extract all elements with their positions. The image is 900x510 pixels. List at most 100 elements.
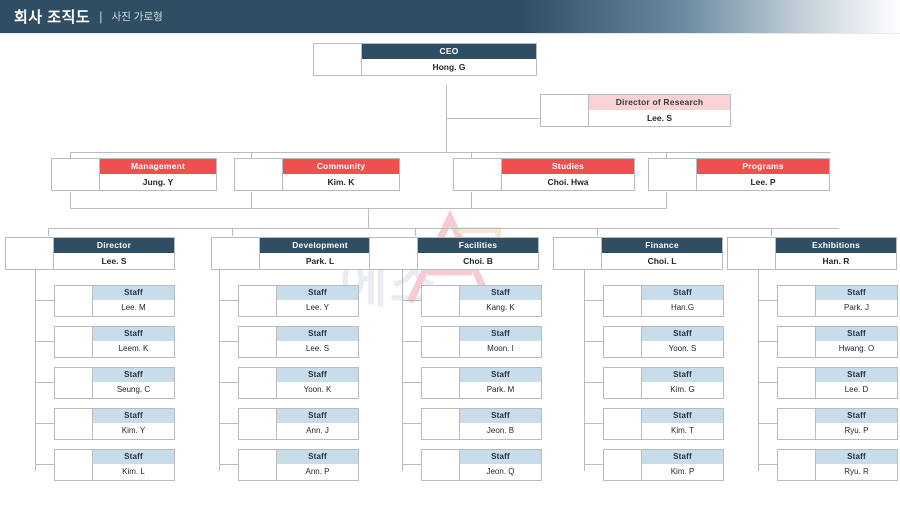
node-staff[interactable]: Staff Lee. D bbox=[777, 367, 898, 399]
photo-placeholder bbox=[541, 95, 589, 126]
node-body: Exhibitions Han. R bbox=[776, 238, 896, 269]
node-division-management[interactable]: Management Jung. Y bbox=[51, 158, 217, 191]
node-title: Staff bbox=[642, 327, 723, 341]
node-staff[interactable]: Staff Kim. T bbox=[603, 408, 724, 440]
node-division-community[interactable]: Community Kim. K bbox=[234, 158, 400, 191]
node-department-facilities[interactable]: Facilities Choi. B bbox=[369, 237, 539, 270]
node-staff[interactable]: Staff Kim. Y bbox=[54, 408, 175, 440]
node-body: Staff Kim. G bbox=[642, 368, 723, 398]
node-name: Ryu. P bbox=[816, 422, 897, 439]
node-body: Staff Jeon. B bbox=[460, 409, 541, 439]
node-name: Ann. J bbox=[277, 422, 358, 439]
node-staff[interactable]: Staff Hwang. O bbox=[777, 326, 898, 358]
node-body: Staff Kim. L bbox=[93, 450, 174, 480]
node-name: Moon. I bbox=[460, 340, 541, 357]
node-title: Exhibitions bbox=[776, 238, 896, 253]
photo-placeholder bbox=[235, 159, 283, 190]
node-staff[interactable]: Staff Ryu. P bbox=[777, 408, 898, 440]
node-staff[interactable]: Staff Leem. K bbox=[54, 326, 175, 358]
node-name: Park. L bbox=[260, 252, 380, 269]
node-body: Staff Seung. C bbox=[93, 368, 174, 398]
node-title: Director bbox=[54, 238, 174, 253]
node-title: Staff bbox=[93, 286, 174, 300]
photo-placeholder bbox=[422, 286, 460, 316]
node-staff[interactable]: Staff Kang. K bbox=[421, 285, 542, 317]
node-staff[interactable]: Staff Kim. P bbox=[603, 449, 724, 481]
node-staff[interactable]: Staff Yoon. S bbox=[603, 326, 724, 358]
node-name: Jeon. Q bbox=[460, 463, 541, 480]
node-title: Facilities bbox=[418, 238, 538, 253]
node-body: Staff Kim. T bbox=[642, 409, 723, 439]
node-title: Management bbox=[100, 159, 216, 174]
node-department-finance[interactable]: Finance Choi. L bbox=[553, 237, 723, 270]
node-body: Director of Research Lee. S bbox=[589, 95, 730, 126]
node-name: Kim. T bbox=[642, 422, 723, 439]
node-body: Staff Yoon. K bbox=[277, 368, 358, 398]
node-title: Staff bbox=[460, 327, 541, 341]
node-title: Staff bbox=[277, 327, 358, 341]
node-body: Staff Kim. P bbox=[642, 450, 723, 480]
node-title: Staff bbox=[93, 368, 174, 382]
node-staff[interactable]: Staff Jeon. B bbox=[421, 408, 542, 440]
photo-placeholder bbox=[422, 450, 460, 480]
node-name: Yoon. S bbox=[642, 340, 723, 357]
node-staff[interactable]: Staff Lee. Y bbox=[238, 285, 359, 317]
node-title: Development bbox=[260, 238, 380, 253]
header-separator: | bbox=[99, 9, 103, 24]
photo-placeholder bbox=[604, 450, 642, 480]
node-department-director[interactable]: Director Lee. S bbox=[5, 237, 175, 270]
node-staff[interactable]: Staff Lee. S bbox=[238, 326, 359, 358]
node-staff[interactable]: Staff Jeon. Q bbox=[421, 449, 542, 481]
node-body: Staff Ann. P bbox=[277, 450, 358, 480]
node-department-development[interactable]: Development Park. L bbox=[211, 237, 381, 270]
node-name: Lee. S bbox=[54, 252, 174, 269]
node-body: Staff Yoon. S bbox=[642, 327, 723, 357]
node-body: Staff Lee. D bbox=[816, 368, 897, 398]
node-body: Staff Kim. Y bbox=[93, 409, 174, 439]
node-body: Director Lee. S bbox=[54, 238, 174, 269]
node-staff[interactable]: Staff Kim. L bbox=[54, 449, 175, 481]
node-staff[interactable]: Staff Yoon. K bbox=[238, 367, 359, 399]
node-name: Park. J bbox=[816, 299, 897, 316]
node-staff[interactable]: Staff Han.G bbox=[603, 285, 724, 317]
node-ceo[interactable]: CEO Hong. G bbox=[313, 43, 537, 76]
node-staff[interactable]: Staff Park. M bbox=[421, 367, 542, 399]
page-title: 회사 조직도 bbox=[14, 9, 91, 26]
node-title: Staff bbox=[93, 409, 174, 423]
node-name: Hong. G bbox=[362, 58, 536, 75]
node-body: Staff Lee. Y bbox=[277, 286, 358, 316]
photo-placeholder bbox=[604, 368, 642, 398]
node-body: Staff Moon. I bbox=[460, 327, 541, 357]
node-staff[interactable]: Staff Ryu. R bbox=[777, 449, 898, 481]
node-department-exhibitions[interactable]: Exhibitions Han. R bbox=[727, 237, 897, 270]
node-director-of-research[interactable]: Director of Research Lee. S bbox=[540, 94, 731, 127]
node-title: Staff bbox=[277, 286, 358, 300]
photo-placeholder bbox=[55, 368, 93, 398]
node-staff[interactable]: Staff Lee. M bbox=[54, 285, 175, 317]
node-staff[interactable]: Staff Seung. C bbox=[54, 367, 175, 399]
node-name: Han. R bbox=[776, 252, 896, 269]
node-name: Park. M bbox=[460, 381, 541, 398]
photo-placeholder bbox=[554, 238, 602, 269]
node-division-studies[interactable]: Studies Choi. Hwa bbox=[453, 158, 635, 191]
node-title: Programs bbox=[697, 159, 829, 174]
photo-placeholder bbox=[778, 327, 816, 357]
node-name: Seung. C bbox=[93, 381, 174, 398]
photo-placeholder bbox=[778, 409, 816, 439]
node-body: Community Kim. K bbox=[283, 159, 399, 190]
node-title: Staff bbox=[642, 286, 723, 300]
node-staff[interactable]: Staff Ann. J bbox=[238, 408, 359, 440]
node-name: Hwang. O bbox=[816, 340, 897, 357]
node-staff[interactable]: Staff Moon. I bbox=[421, 326, 542, 358]
node-body: Staff Ann. J bbox=[277, 409, 358, 439]
node-name: Jung. Y bbox=[100, 173, 216, 190]
node-staff[interactable]: Staff Ann. P bbox=[238, 449, 359, 481]
node-staff[interactable]: Staff Park. J bbox=[777, 285, 898, 317]
node-staff[interactable]: Staff Kim. G bbox=[603, 367, 724, 399]
node-name: Lee. S bbox=[277, 340, 358, 357]
node-title: Community bbox=[283, 159, 399, 174]
node-title: Staff bbox=[460, 286, 541, 300]
node-division-programs[interactable]: Programs Lee. P bbox=[648, 158, 830, 191]
node-title: Staff bbox=[93, 450, 174, 464]
node-body: Finance Choi. L bbox=[602, 238, 722, 269]
